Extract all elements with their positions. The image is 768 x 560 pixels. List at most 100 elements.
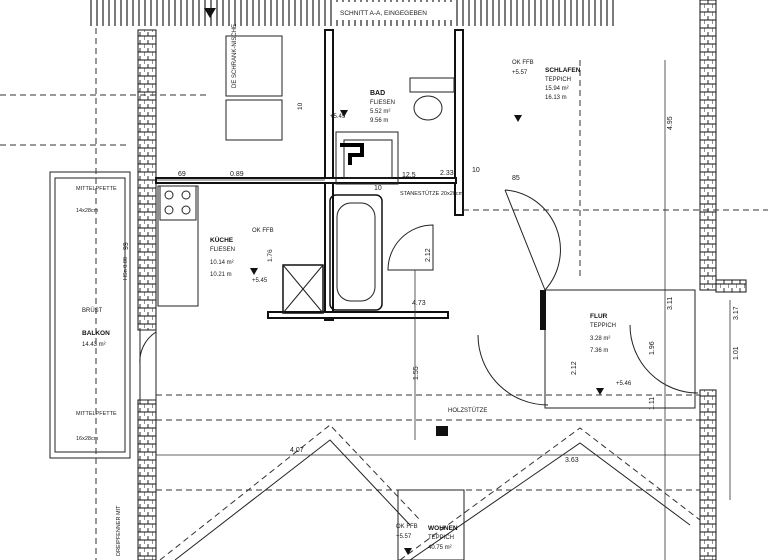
- closet-shelf: [225, 35, 283, 97]
- balcony-inner: [54, 177, 126, 453]
- burner: [181, 205, 191, 215]
- kitchen-wall-top: [155, 177, 457, 184]
- level-label: OK FFB: [252, 228, 274, 234]
- dim-label: 2.12: [425, 248, 432, 262]
- door-swing-flur: [477, 334, 549, 406]
- shower-cross: [282, 264, 324, 314]
- balkon-area: 14.43 m²: [82, 342, 106, 348]
- dim-label: 0.89: [230, 171, 244, 178]
- mittelpfette-top: MITTELPFETTE: [76, 186, 117, 192]
- level-label: OK FFB: [512, 60, 534, 66]
- kitchen-counter: [157, 185, 199, 307]
- dim-label: 3.63: [565, 457, 579, 464]
- flur-area: 3.28 m²: [590, 336, 610, 342]
- burner: [164, 205, 174, 215]
- door-swing-kitchen: [387, 224, 434, 271]
- balcony-door-swing: [139, 331, 157, 366]
- dormer-outline: [159, 424, 421, 560]
- basin-mark: [340, 143, 364, 165]
- schlafen-perimeter: 16.13 m: [545, 95, 567, 101]
- left-wall-lower: [137, 399, 157, 560]
- schlafen-area: 15.94 m²: [545, 86, 569, 92]
- washbasin: [335, 131, 399, 185]
- balkon-name: BALKON: [82, 330, 110, 337]
- holzstuetze-label: HOLZSTÜTZE: [448, 407, 487, 414]
- closet-shelf: [225, 99, 283, 141]
- level-marker-icon: [596, 388, 604, 395]
- level-value: +5.45: [252, 278, 268, 284]
- header-label-box: [336, 2, 456, 20]
- flur-name: FLUR: [590, 313, 608, 320]
- bathtub-inner: [336, 202, 376, 302]
- door-swing-bedroom: [504, 189, 561, 291]
- wohnen-name: WOHNEN: [428, 525, 458, 532]
- north-arrow-icon: [204, 8, 216, 18]
- kueche-perimeter: 10.21 m: [210, 272, 232, 278]
- schnitt-label: SCHNITT A-A, EINGEGEBEN: [340, 10, 427, 17]
- bad-area: 5.52 m²: [370, 109, 390, 115]
- level-value: +5.46: [616, 381, 632, 387]
- flur-wall: [540, 290, 546, 330]
- dormer-line: [409, 442, 691, 560]
- level-value: +5.57: [396, 534, 412, 540]
- right-wall-return: [715, 279, 747, 293]
- balcony-door: [139, 329, 157, 401]
- dim-label: 10: [374, 185, 382, 192]
- dim-label: 3.11: [667, 297, 674, 310]
- bottom-left-note: DREIPFENNER MIT: [116, 505, 122, 556]
- level-value: +5.57: [512, 70, 528, 76]
- dim-label: 10: [472, 167, 480, 174]
- bath-wall-left: [324, 29, 334, 321]
- level-marker-icon: [250, 268, 258, 275]
- dim-label: 2.33: [440, 170, 454, 177]
- level-marker-icon: [404, 548, 412, 555]
- wohnen-area: 40.75 m²: [428, 545, 452, 551]
- dim-label: 4.07: [290, 447, 304, 454]
- schrank-label: DE SCHRANK-NISCHE: [232, 24, 238, 88]
- dim-label: 12.5: [402, 172, 416, 179]
- flur-outline: [544, 289, 696, 409]
- dim-label: 4.95: [667, 116, 674, 130]
- pfette-dim-bottom: 16x28cm: [76, 436, 99, 442]
- burner: [164, 190, 174, 200]
- level-marker-icon: [514, 115, 522, 122]
- shower-tray: [282, 264, 324, 314]
- stanestuetze-label: STANESTÜTZE 20x20cm: [400, 190, 464, 197]
- right-exterior-wall: [699, 0, 717, 291]
- dim-label: 85: [512, 175, 520, 182]
- bad-perimeter: 9.56 m: [370, 118, 388, 124]
- kueche-floor: FLIESEN: [210, 247, 235, 253]
- bathtub: [329, 194, 383, 311]
- door-swing-entry: [629, 324, 699, 394]
- dim-label: 1.96: [649, 341, 656, 355]
- burner: [181, 190, 191, 200]
- kueche-area: 10.14 m²: [210, 260, 234, 266]
- flur-floor: TEPPICH: [590, 323, 616, 329]
- bath-wall-bottom: [267, 311, 449, 319]
- dormer-outline: [399, 427, 701, 560]
- dim-label: 3.17: [733, 306, 740, 320]
- dim-label: 1.11: [649, 397, 656, 410]
- balcony-outline: [49, 171, 131, 459]
- toilet-tank: [409, 77, 455, 93]
- dim-label: 99: [123, 242, 130, 250]
- balkon-brust: BRÜST: [82, 307, 103, 314]
- door-leaf: [504, 189, 546, 291]
- level-label: OK FFB: [396, 524, 418, 530]
- dormer-line: [174, 439, 411, 560]
- kueche-name: KÜCHE: [210, 235, 234, 244]
- left-wall-upper: [137, 29, 157, 331]
- dim-label: 1.76: [267, 249, 274, 262]
- dim-label: 10: [297, 102, 304, 110]
- bath-wall-right: [454, 29, 464, 216]
- schlafen-name: SCHLAFEN: [545, 67, 581, 74]
- wohnen-floor: TEPPICH: [428, 535, 454, 541]
- dim-label: 2.12: [571, 361, 578, 375]
- dim-label: 4.73: [412, 300, 426, 307]
- dim-label: 69: [178, 171, 186, 178]
- pfette-dim-top: 14x28cm: [76, 208, 99, 214]
- dim-label: 1.55: [413, 366, 420, 380]
- washbasin-bowl: [343, 139, 393, 179]
- flur-perimeter: 7.36 m: [590, 348, 608, 354]
